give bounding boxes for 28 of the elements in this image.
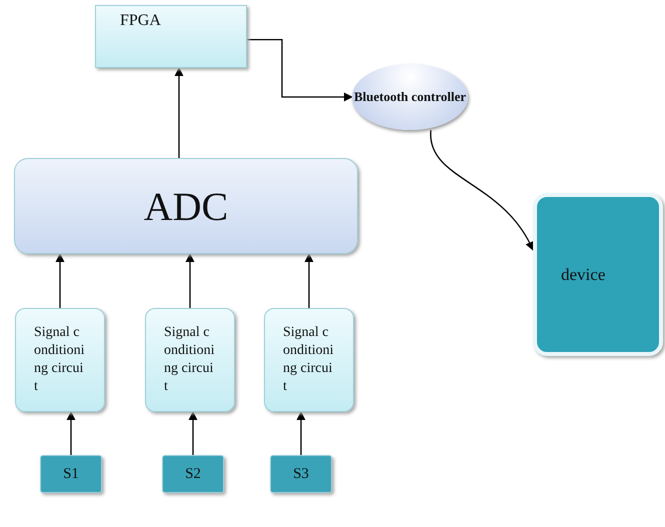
block-label: Signal conditioning circuit	[164, 324, 216, 396]
arrow	[55, 253, 65, 308]
arrow	[174, 67, 184, 158]
block-box	[40, 455, 102, 493]
block-label: FPGA	[120, 12, 162, 30]
arrow	[304, 253, 314, 308]
block-box	[533, 193, 663, 356]
block-label: ADC	[144, 182, 228, 230]
block-box	[145, 308, 235, 412]
block-box	[14, 158, 358, 254]
block-label: Bluetooth controller	[354, 89, 466, 105]
block-label: S2	[185, 466, 201, 482]
block-box	[270, 455, 332, 493]
arrow	[430, 130, 534, 251]
arrow	[247, 39, 353, 102]
arrow	[66, 411, 76, 455]
block-box	[15, 308, 105, 412]
block-label: Signal conditioning circuit	[34, 324, 86, 396]
arrow	[185, 253, 195, 308]
arrow	[188, 411, 198, 455]
block-label: S3	[293, 466, 309, 482]
block-box	[95, 5, 247, 68]
block-label: Signal conditioning circuit	[283, 324, 335, 396]
block-box	[162, 455, 224, 493]
block-box	[264, 308, 354, 412]
block-label: S1	[63, 466, 79, 482]
arrow	[296, 411, 306, 455]
block-label: device	[561, 264, 606, 284]
